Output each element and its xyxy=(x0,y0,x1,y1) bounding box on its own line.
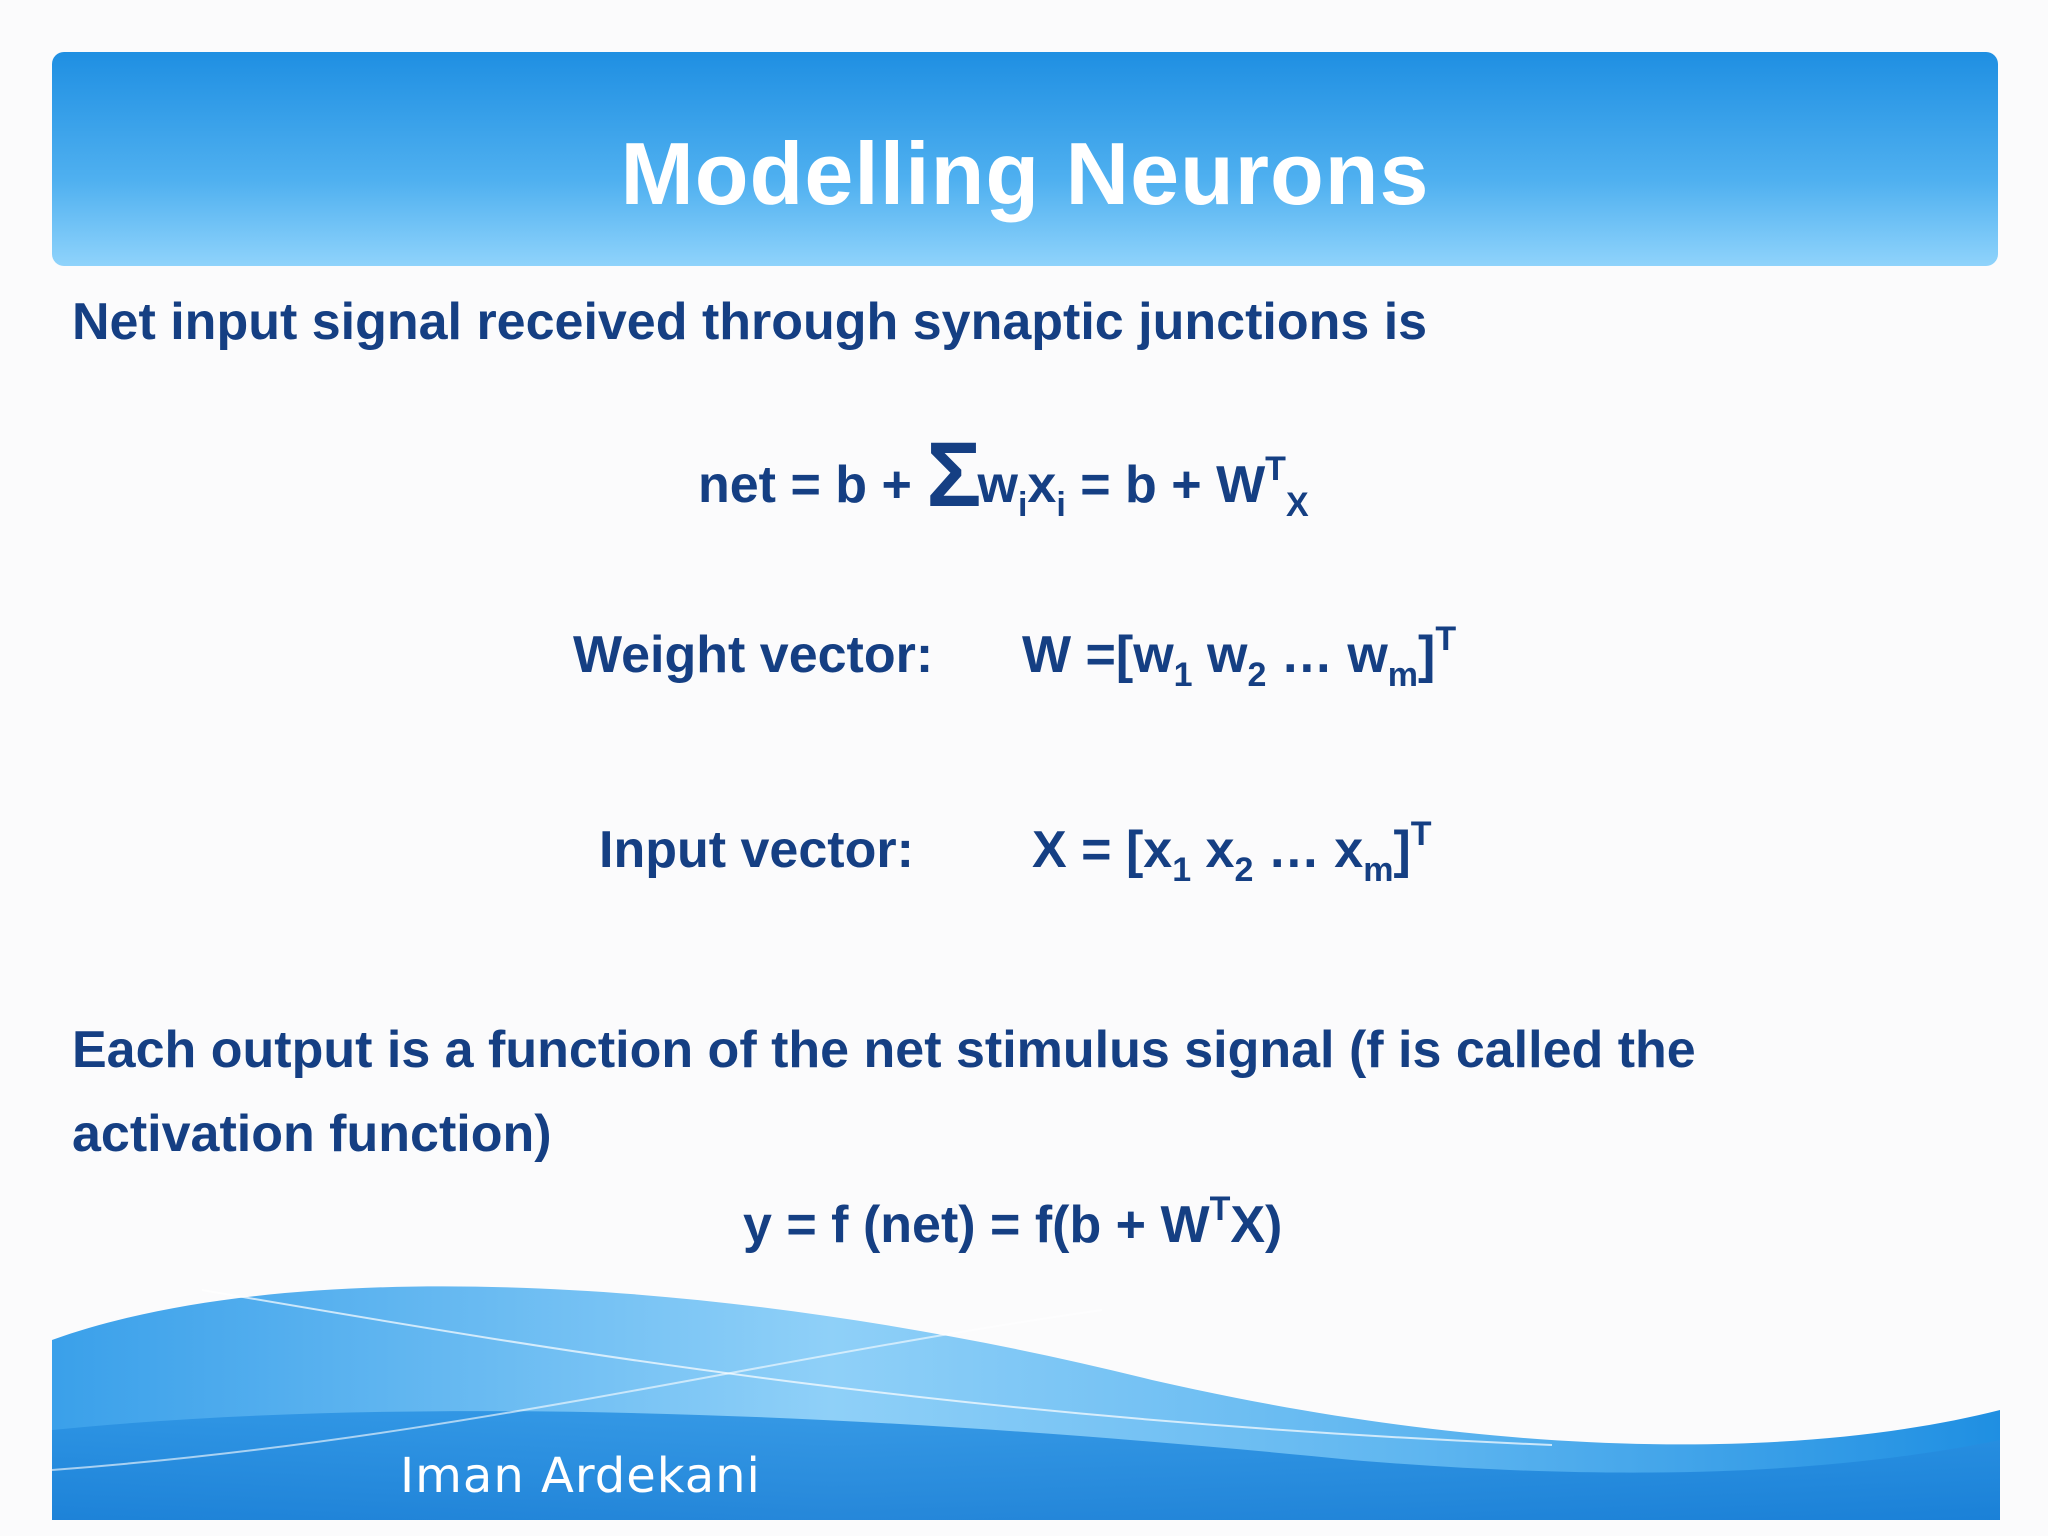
output-description: Each output is a function of the net sti… xyxy=(72,1008,1696,1176)
w-mid-1: w xyxy=(1192,626,1248,684)
eq-w: w xyxy=(977,456,1018,514)
x-sup-t: T xyxy=(1410,815,1432,853)
x-sub-2: 2 xyxy=(1234,851,1254,889)
eq-mid: = b + W xyxy=(1065,456,1266,514)
decorative-wave xyxy=(52,1286,2000,1520)
title-banner: Modelling Neurons xyxy=(52,52,1998,266)
weight-vector-equation: W =[w1 w2 … wm]T xyxy=(1022,620,1457,692)
intro-text: Net input signal received through synapt… xyxy=(72,293,1428,351)
w-mid-2: … w xyxy=(1266,626,1388,684)
eq-t-sup: T xyxy=(1265,450,1286,488)
out-before: y = f (net) = f(b + W xyxy=(743,1196,1210,1254)
eq-lhs: net = b + xyxy=(698,456,927,514)
w-sub-2: 2 xyxy=(1247,656,1267,694)
w-close: ] xyxy=(1418,626,1436,684)
x-mid-1: x xyxy=(1191,821,1235,879)
input-vector-label: Input vector: xyxy=(599,821,914,879)
w-sub-m: m xyxy=(1387,656,1418,694)
eq-x-end: X xyxy=(1285,486,1309,524)
author-name: Iman Ardekani xyxy=(400,1448,761,1504)
slide-title: Modelling Neurons xyxy=(620,124,1430,223)
output-text-line-1: Each output is a function of the net sti… xyxy=(72,1021,1696,1079)
weight-vector-label: Weight vector: xyxy=(573,626,934,684)
input-vector-equation: X = [x1 x2 … xm]T xyxy=(1032,815,1432,887)
sigma-symbol: Σ xyxy=(926,424,981,526)
net-input-equation: net = b + Σwixi = b + WTX xyxy=(698,429,1309,522)
w-sup-t: T xyxy=(1435,620,1457,658)
w-prefix: W =[w xyxy=(1022,626,1174,684)
output-text-line-2: activation function) xyxy=(72,1105,552,1163)
x-mid-2: … x xyxy=(1253,821,1364,879)
w-sub-1: 1 xyxy=(1173,656,1193,694)
output-equation: y = f (net) = f(b + WTX) xyxy=(743,1190,1282,1260)
x-sub-1: 1 xyxy=(1172,851,1192,889)
out-sup-t: T xyxy=(1209,1190,1231,1228)
out-after: X) xyxy=(1230,1196,1283,1254)
eq-x: x xyxy=(1027,456,1057,514)
eq-x-sub: i xyxy=(1056,486,1066,524)
eq-w-sub: i xyxy=(1017,486,1028,524)
x-sub-m: m xyxy=(1363,851,1394,889)
x-prefix: X = [x xyxy=(1032,821,1173,879)
x-close: ] xyxy=(1393,821,1411,879)
